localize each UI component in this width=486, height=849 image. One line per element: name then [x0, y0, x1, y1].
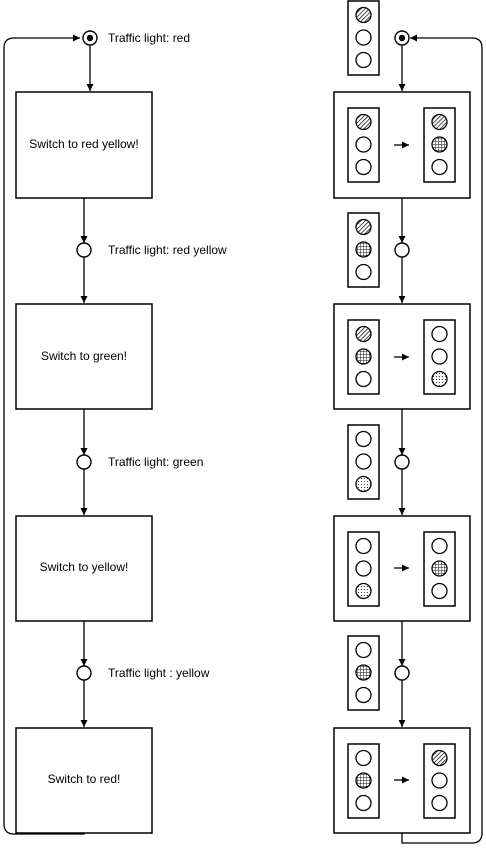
lamp-red-on — [355, 6, 372, 24]
left-action-box — [15, 303, 153, 410]
left-initial-state-label: Traffic light: red — [108, 31, 190, 45]
traffic-light-to — [423, 531, 456, 607]
lamp-green-off — [355, 51, 372, 69]
left-action-label: Switch to red yellow! — [29, 137, 138, 151]
lamp-red-off — [355, 641, 372, 659]
right-state-node — [394, 242, 410, 258]
traffic-light-state — [347, 635, 380, 711]
left-state-label: Traffic light: red yellow — [108, 243, 227, 257]
lamp-yellow-on — [355, 772, 372, 789]
lamp-yellow-off — [431, 348, 448, 365]
left-action-label: Switch to yellow! — [40, 560, 129, 574]
right-flow — [333, 0, 483, 844]
left-state-node — [76, 242, 92, 258]
lamp-yellow-on — [431, 136, 448, 153]
lamp-green-off — [355, 686, 372, 704]
left-action-box — [15, 727, 153, 834]
lamp-red-off — [355, 749, 372, 767]
lamp-green-off — [355, 263, 372, 281]
traffic-lights-layer — [347, 107, 456, 819]
lamp-red-off — [355, 537, 372, 555]
left-initial-state — [82, 30, 98, 46]
left-state-node — [76, 665, 92, 681]
lamp-green-off — [431, 794, 448, 812]
lamp-green-off — [431, 158, 448, 176]
lamp-green-on — [355, 475, 372, 493]
lamp-yellow-off — [355, 29, 372, 46]
right-state-node — [394, 665, 410, 681]
lamp-yellow-on — [431, 560, 448, 577]
lamp-green-off — [355, 794, 372, 812]
left-state-label: Traffic light : yellow — [108, 666, 210, 680]
lamp-green-off — [431, 582, 448, 600]
traffic-light-from — [347, 319, 380, 395]
traffic-light-to — [423, 107, 456, 183]
left-action-box — [15, 91, 153, 199]
left-flow: Traffic light: red Switch to red yellow!… — [3, 30, 227, 835]
traffic-light-to — [423, 319, 456, 395]
left-state-node — [76, 454, 92, 470]
left-action-label: Switch to green! — [41, 349, 127, 363]
left-action-label: Switch to red! — [48, 772, 121, 786]
traffic-light-to — [423, 743, 456, 819]
lamp-green-on — [431, 370, 448, 388]
left-state-label: Traffic light: green — [108, 455, 203, 469]
traffic-light-from — [347, 743, 380, 819]
lamp-green-on — [355, 582, 372, 600]
lamp-yellow-on — [355, 348, 372, 365]
lamp-yellow-off — [355, 453, 372, 470]
lamp-yellow-off — [355, 136, 372, 153]
lamp-red-on — [355, 218, 372, 236]
lamp-yellow-off — [355, 560, 372, 577]
lamp-yellow-on — [355, 241, 372, 258]
lamp-green-off — [355, 370, 372, 388]
lamp-red-on — [431, 113, 448, 131]
lamp-red-on — [431, 749, 448, 767]
right-loop-connector — [401, 34, 483, 844]
lamp-red-off — [431, 325, 448, 343]
traffic-light-from — [347, 107, 380, 183]
lamp-red-off — [355, 430, 372, 448]
traffic-light-state — [347, 424, 380, 500]
right-initial-light — [347, 0, 380, 76]
lamp-red-on — [355, 325, 372, 343]
lamp-yellow-off — [431, 772, 448, 789]
traffic-light-initial — [347, 0, 380, 76]
lamp-yellow-on — [355, 664, 372, 681]
traffic-light-from — [347, 531, 380, 607]
lamp-red-on — [355, 113, 372, 131]
traffic-light-state — [347, 212, 380, 288]
right-state-node — [394, 454, 410, 470]
lamp-red-off — [431, 537, 448, 555]
right-initial-state — [394, 30, 410, 46]
lamp-green-off — [355, 158, 372, 176]
left-loop-connector — [3, 34, 85, 835]
